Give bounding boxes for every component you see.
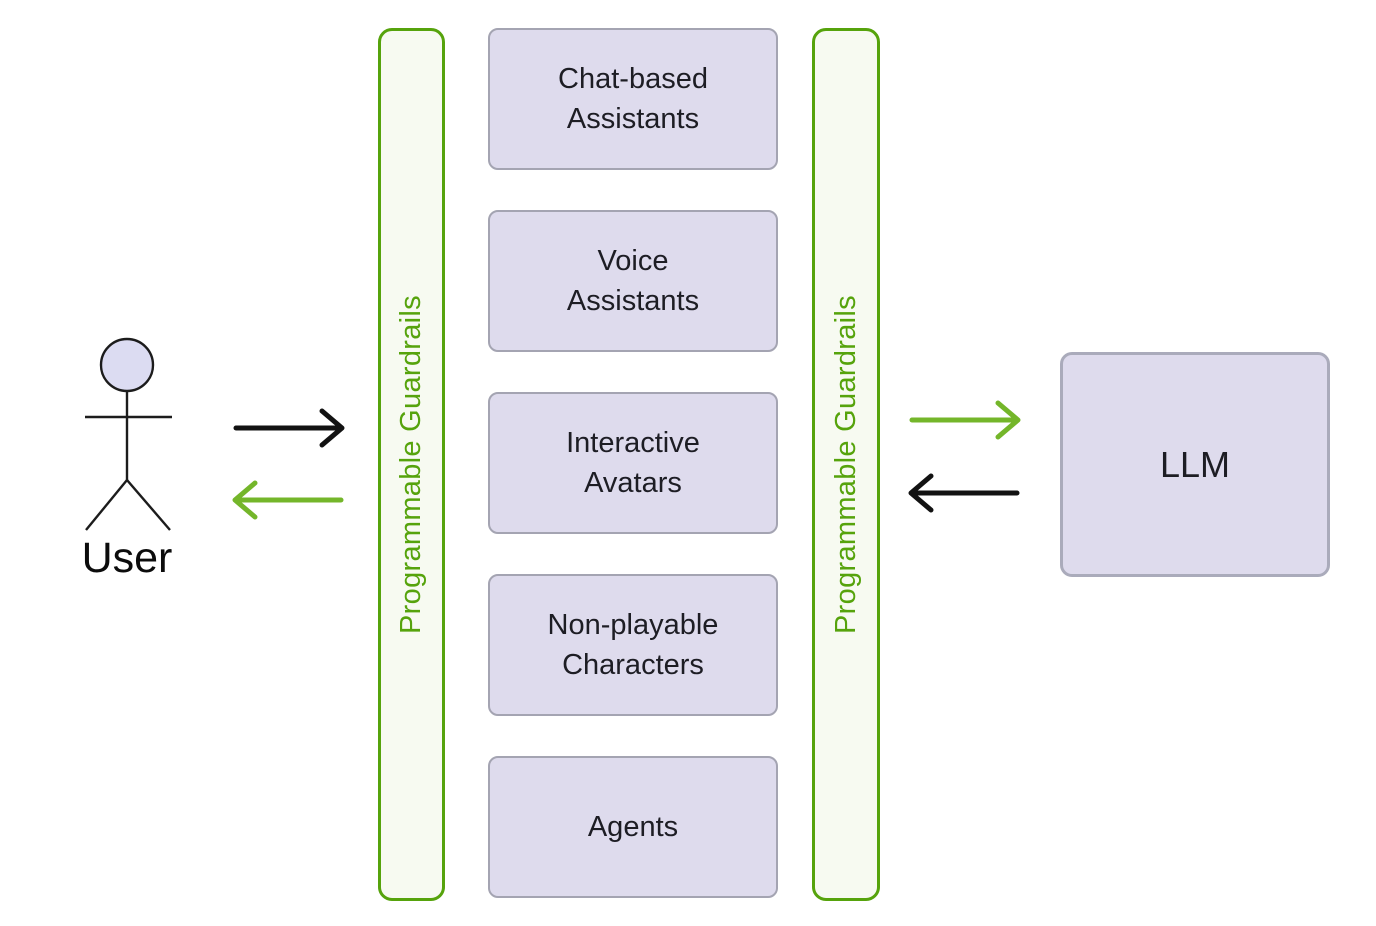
app-box-non-playable-characters: Non-playable Characters xyxy=(488,574,778,716)
app-box-voice-assistants: Voice Assistants xyxy=(488,210,778,352)
app-box-chat-based-assistants: Chat-based Assistants xyxy=(488,28,778,170)
app-box-label: Interactive Avatars xyxy=(566,426,700,499)
right-guardrails-bar: Programmable Guardrails xyxy=(812,28,880,901)
app-box-agents: Agents xyxy=(488,756,778,898)
application-boxes: Chat-based Assistants Voice Assistants I… xyxy=(488,28,778,898)
right-guardrails-label: Programmable Guardrails xyxy=(829,295,862,634)
guardrails-to-llm-arrow-icon xyxy=(909,400,1021,440)
llm-label: LLM xyxy=(1159,443,1231,485)
llm-box: LLM xyxy=(1060,352,1330,577)
app-box-label: Agents xyxy=(587,810,679,843)
llm-to-guardrails-arrow-icon xyxy=(908,473,1020,513)
guardrails-to-user-arrow-icon xyxy=(232,480,344,520)
app-box-label: Chat-based Assistants xyxy=(558,62,708,135)
left-guardrails-bar: Programmable Guardrails xyxy=(378,28,445,901)
user-stick-figure-icon xyxy=(85,337,172,531)
left-guardrails-label: Programmable Guardrails xyxy=(395,295,428,634)
app-box-label: Voice Assistants xyxy=(566,244,700,317)
app-box-interactive-avatars: Interactive Avatars xyxy=(488,392,778,534)
user-label: User xyxy=(81,534,173,582)
app-box-label: Non-playable Characters xyxy=(547,608,719,681)
user-to-guardrails-arrow-icon xyxy=(233,408,345,448)
